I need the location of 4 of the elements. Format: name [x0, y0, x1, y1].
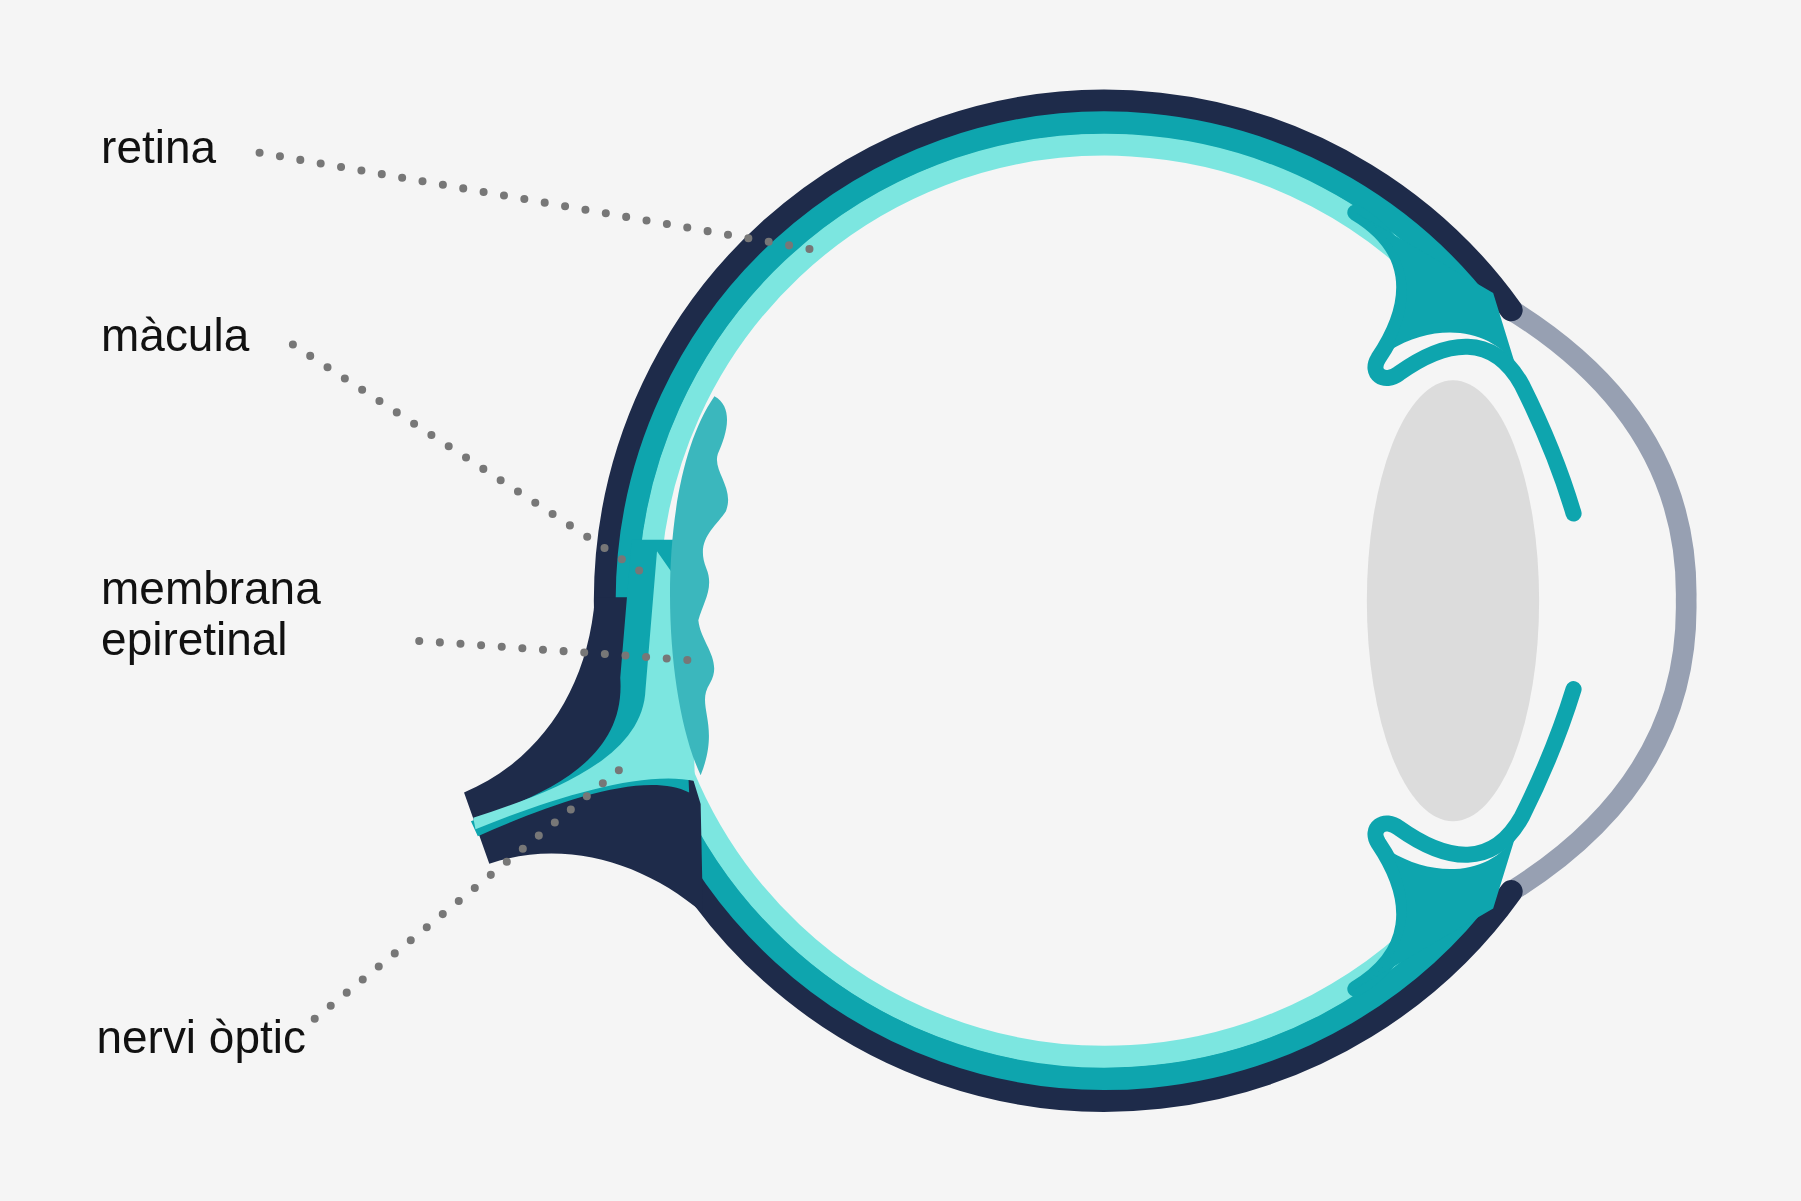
part-label: nervi òptic: [96, 1011, 306, 1063]
part-label: membrana epiretinal: [101, 562, 377, 664]
part-label: màcula: [101, 310, 250, 361]
part-label: retina: [101, 121, 216, 173]
